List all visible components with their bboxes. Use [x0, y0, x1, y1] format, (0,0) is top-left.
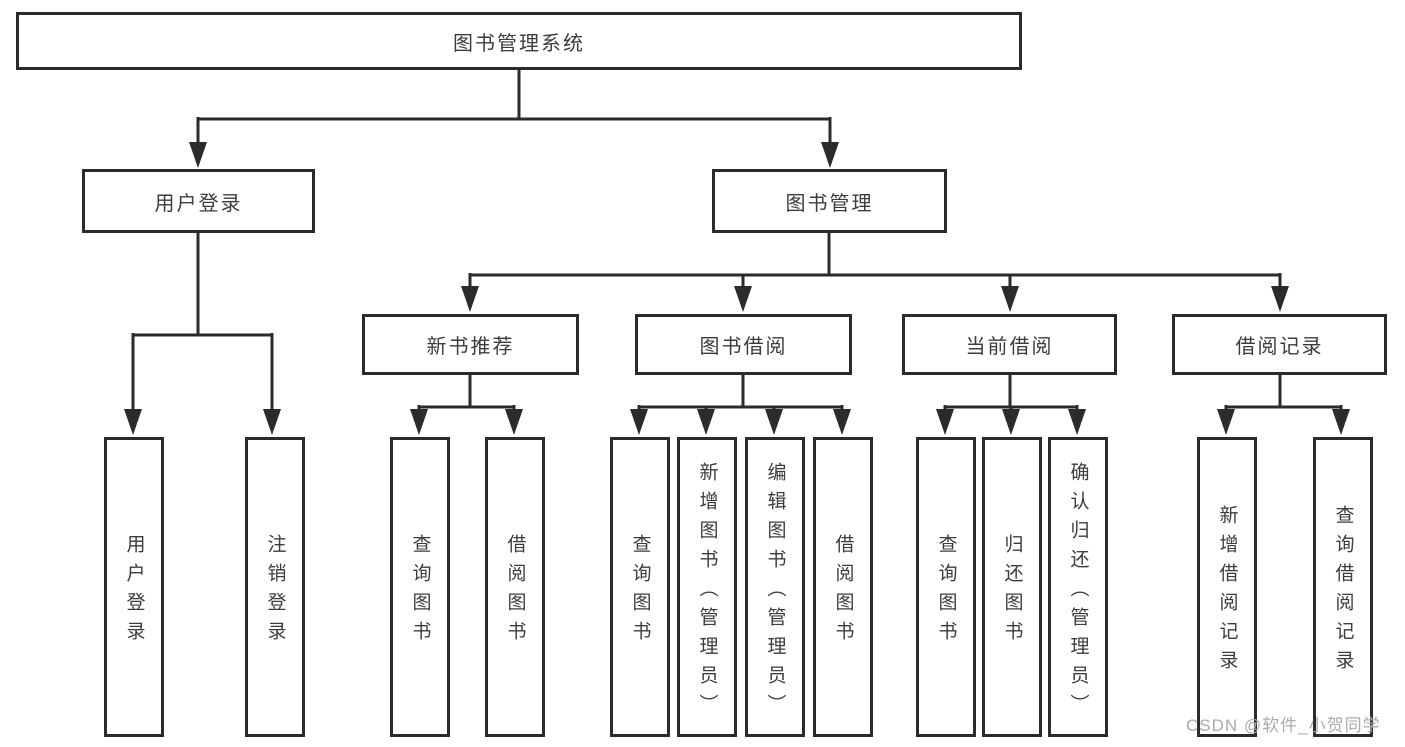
leaf-add-book-admin: 新增图书（管理员） [677, 437, 737, 737]
leaf-user-login-label: 用户登录 [123, 534, 145, 650]
leaf-edit-book-admin: 编辑图书（管理员） [745, 437, 805, 737]
node-borrow-records-label: 借阅记录 [1235, 336, 1324, 358]
leaf-query-book-recommend-label: 查询图书 [409, 534, 431, 650]
leaf-add-borrow-record-label: 新增借阅记录 [1216, 505, 1238, 679]
node-new-book-recommend-label: 新书推荐 [426, 336, 515, 358]
leaf-query-borrow-record-label: 查询借阅记录 [1332, 505, 1354, 679]
node-current-borrow: 当前借阅 [902, 314, 1117, 375]
leaf-edit-book-admin-label: 编辑图书（管理员） [764, 461, 786, 723]
node-book-management-label: 图书管理 [785, 192, 874, 215]
leaf-borrow-book: 借阅图书 [813, 437, 873, 737]
node-user-login-label: 用户登录 [154, 192, 243, 215]
leaf-return-book: 归还图书 [982, 437, 1042, 737]
leaf-query-book-borrow-label: 查询图书 [629, 534, 651, 650]
leaf-borrow-book-recommend: 借阅图书 [485, 437, 545, 737]
node-borrow-records: 借阅记录 [1172, 314, 1387, 375]
leaf-borrow-book-recommend-label: 借阅图书 [504, 534, 526, 650]
leaf-confirm-return-admin-label: 确认归还（管理员） [1067, 461, 1089, 723]
node-book-borrow: 图书借阅 [635, 314, 852, 375]
leaf-logout: 注销登录 [245, 437, 305, 737]
leaf-borrow-book-label: 借阅图书 [832, 534, 854, 650]
node-book-borrow-label: 图书借阅 [699, 336, 788, 358]
leaf-query-book-current-label: 查询图书 [935, 534, 957, 650]
watermark: CSDN @软件_小贺同学 [1186, 716, 1381, 735]
node-new-book-recommend: 新书推荐 [362, 314, 579, 375]
leaf-logout-label: 注销登录 [264, 534, 286, 650]
node-book-management: 图书管理 [712, 169, 947, 233]
leaf-query-borrow-record: 查询借阅记录 [1313, 437, 1373, 737]
leaf-user-login: 用户登录 [104, 437, 164, 737]
leaf-query-book-recommend: 查询图书 [390, 437, 450, 737]
leaf-query-book-current: 查询图书 [916, 437, 976, 737]
leaf-confirm-return-admin: 确认归还（管理员） [1048, 437, 1108, 737]
node-current-borrow-label: 当前借阅 [965, 336, 1054, 358]
leaf-query-book-borrow: 查询图书 [610, 437, 670, 737]
leaf-add-book-admin-label: 新增图书（管理员） [696, 461, 718, 723]
node-root: 图书管理系统 [16, 12, 1022, 70]
down-arrowheads [124, 142, 1350, 435]
leaf-return-book-label: 归还图书 [1001, 534, 1023, 650]
node-user-login: 用户登录 [82, 169, 315, 233]
leaf-add-borrow-record: 新增借阅记录 [1197, 437, 1257, 737]
node-root-label: 图书管理系统 [453, 32, 585, 55]
